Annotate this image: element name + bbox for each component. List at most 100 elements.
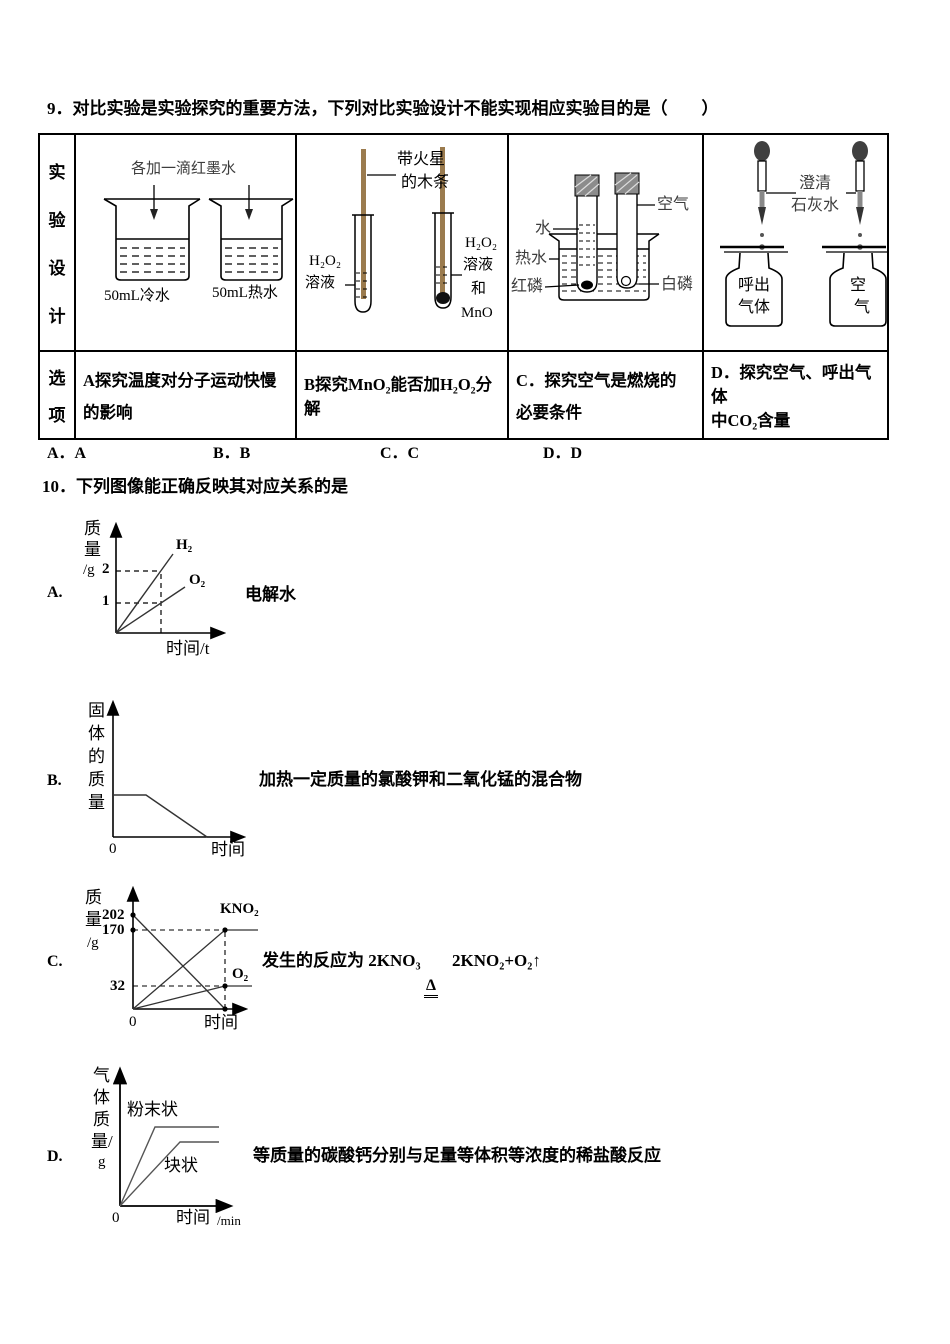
y-axis-label: 量 xyxy=(85,910,102,929)
option-d-text: D．探究空气、呼出气体 xyxy=(711,362,872,406)
y-tick-1: 1 xyxy=(102,593,110,609)
option-d-text: 中CO₂含量 xyxy=(711,411,791,431)
exhaled-gas-label: 呼出 xyxy=(738,277,771,294)
graph-c: 质 量 /g 202 170 32 KNO₂ O₂ 0 时间 xyxy=(85,882,280,1034)
kno3-line xyxy=(132,914,226,1010)
y-axis-label: 的 xyxy=(88,747,105,766)
graph-b-tag: B. xyxy=(47,772,62,789)
water-dashes xyxy=(225,247,278,273)
option-c-cell: C．探究空气是燃烧的 必要条件 xyxy=(507,350,702,438)
x-axis-label: 时间 xyxy=(211,840,245,859)
liquid-dashes xyxy=(356,272,370,298)
y-axis-label: 体 xyxy=(93,1088,110,1107)
delta-heat-symbol: Δ xyxy=(424,977,439,999)
answer-a: A．A xyxy=(47,445,87,462)
x-axis-unit: /min xyxy=(217,1213,241,1228)
ink-drop-label: 各加一滴红墨水 xyxy=(131,161,237,177)
y-axis-unit: /g xyxy=(87,935,99,951)
answer-b: B．B xyxy=(213,445,251,462)
wood-splint xyxy=(361,149,366,299)
row2-header: 选 项 xyxy=(40,350,74,438)
dropper-right xyxy=(852,141,868,250)
y-tick-2: 2 xyxy=(102,561,110,577)
y-axis-label: 量 xyxy=(88,793,105,812)
experiment-c-cell: 水 热水 红磷 空气 白磷 xyxy=(507,135,702,350)
graph-d-tag: D. xyxy=(47,1148,63,1165)
wood-splint xyxy=(440,147,445,302)
white-phosphorus-blob xyxy=(620,275,632,287)
y-axis-label: 质 xyxy=(84,519,101,538)
graph-c-tag: C. xyxy=(47,953,63,970)
beaker-left xyxy=(103,198,201,281)
red-phosphorus-blob xyxy=(581,280,593,290)
option-b-cell: B探究MnO₂能否加H₂O₂分解 xyxy=(295,350,507,438)
y-axis-label: 气 xyxy=(93,1066,110,1085)
y-axis-label: 量 xyxy=(84,540,101,559)
test-tube-right xyxy=(432,212,454,309)
origin-label: 0 xyxy=(109,841,117,857)
graph-b-caption: 加热一定质量的氯酸钾和二氧化锰的混合物 xyxy=(259,770,582,789)
origin-label: 0 xyxy=(129,1014,137,1030)
x-axis-label: 时间 xyxy=(176,1208,210,1227)
graph-a: 质 量 /g 2 1 H₂ O₂ 时间/t xyxy=(75,513,255,665)
graph-d: 气 体 质 量/ g 粉末状 块状 0 时间 /min xyxy=(90,1058,270,1238)
row1-header: 实 验 设 计 xyxy=(40,135,74,350)
data-dots xyxy=(130,912,228,1012)
limewater-label: 石灰水 xyxy=(791,197,840,214)
splint-label: 的木条 xyxy=(401,174,450,191)
beakers-diagram xyxy=(103,185,294,281)
white-phosphorus-label: 白磷 xyxy=(661,276,694,293)
air-label: 空气 xyxy=(657,196,690,213)
beaker-right-label: 50mL热水 xyxy=(212,285,278,301)
row1-header-char: 实 xyxy=(48,163,66,182)
y-axis-label: 质 xyxy=(85,888,102,907)
beaker-left-label: 50mL冷水 xyxy=(104,288,170,304)
y-tick-32: 32 xyxy=(110,978,125,994)
option-d-cell: D．探究空气、呼出气体 中CO₂含量 xyxy=(702,350,887,438)
graph-c-caption-left: 发生的反应为 2KNO₃ xyxy=(262,951,421,970)
liquid-dashes xyxy=(436,266,450,284)
hot-water-label: 热水 xyxy=(515,250,548,267)
graph-b-plot xyxy=(106,699,247,844)
tube-left-label: H₂O₂ xyxy=(309,253,342,269)
graph-a-tag: A. xyxy=(47,584,63,601)
beaker xyxy=(548,233,660,301)
air-bottle-label: 气 xyxy=(854,299,871,316)
y-axis-label: 固 xyxy=(88,701,105,720)
dropper-left xyxy=(754,141,770,250)
test-tube-left xyxy=(352,214,374,313)
q9-stem: 9．对比实验是实验探究的重要方法，下列对比实验设计不能实现相应实验目的是（ ） xyxy=(47,99,719,119)
mno2-powder xyxy=(436,292,450,304)
o2-series-label: O₂ xyxy=(232,966,249,982)
graph-a-plot xyxy=(109,521,227,640)
row2-header-char: 选 xyxy=(48,369,66,388)
row2-header-char: 项 xyxy=(48,406,66,425)
limewater-label: 澄清 xyxy=(799,175,832,192)
powder-series-label: 粉末状 xyxy=(127,1100,178,1119)
exhaled-gas-label: 气体 xyxy=(738,299,771,316)
answer-d: D．D xyxy=(543,445,583,462)
water-dashes xyxy=(120,247,185,273)
q10-number: 10． xyxy=(42,477,76,496)
splint-label: 带火星 xyxy=(397,151,446,168)
h2-line xyxy=(115,553,174,634)
row1-header-char: 设 xyxy=(48,259,66,278)
kno2-series-label: KNO₂ xyxy=(220,901,259,917)
tube-left-label: 溶液 xyxy=(305,275,336,291)
red-phosphorus-label: 红磷 xyxy=(511,278,544,295)
q9-number: 9． xyxy=(47,99,73,118)
x-axis-label: 时间/t xyxy=(166,639,210,658)
q10-stem-text: 下列图像能正确反映其对应关系的是 xyxy=(76,477,348,496)
o2-line xyxy=(115,586,186,634)
row1-header-char: 验 xyxy=(48,211,66,230)
option-c-text: 必要条件 xyxy=(516,403,582,423)
option-c-text: C．探究空气是燃烧的 xyxy=(516,370,677,390)
tube-right-label: 和 xyxy=(471,281,487,297)
test-tubes-diagram xyxy=(345,147,462,313)
arrow-down-icon xyxy=(245,209,253,220)
graph-c-caption-right: 2KNO₂+O₂↑ xyxy=(452,951,541,970)
option-a-text: 的影响 xyxy=(83,403,133,423)
air-bottle-label: 空 xyxy=(850,277,867,294)
beaker-right xyxy=(208,198,294,281)
